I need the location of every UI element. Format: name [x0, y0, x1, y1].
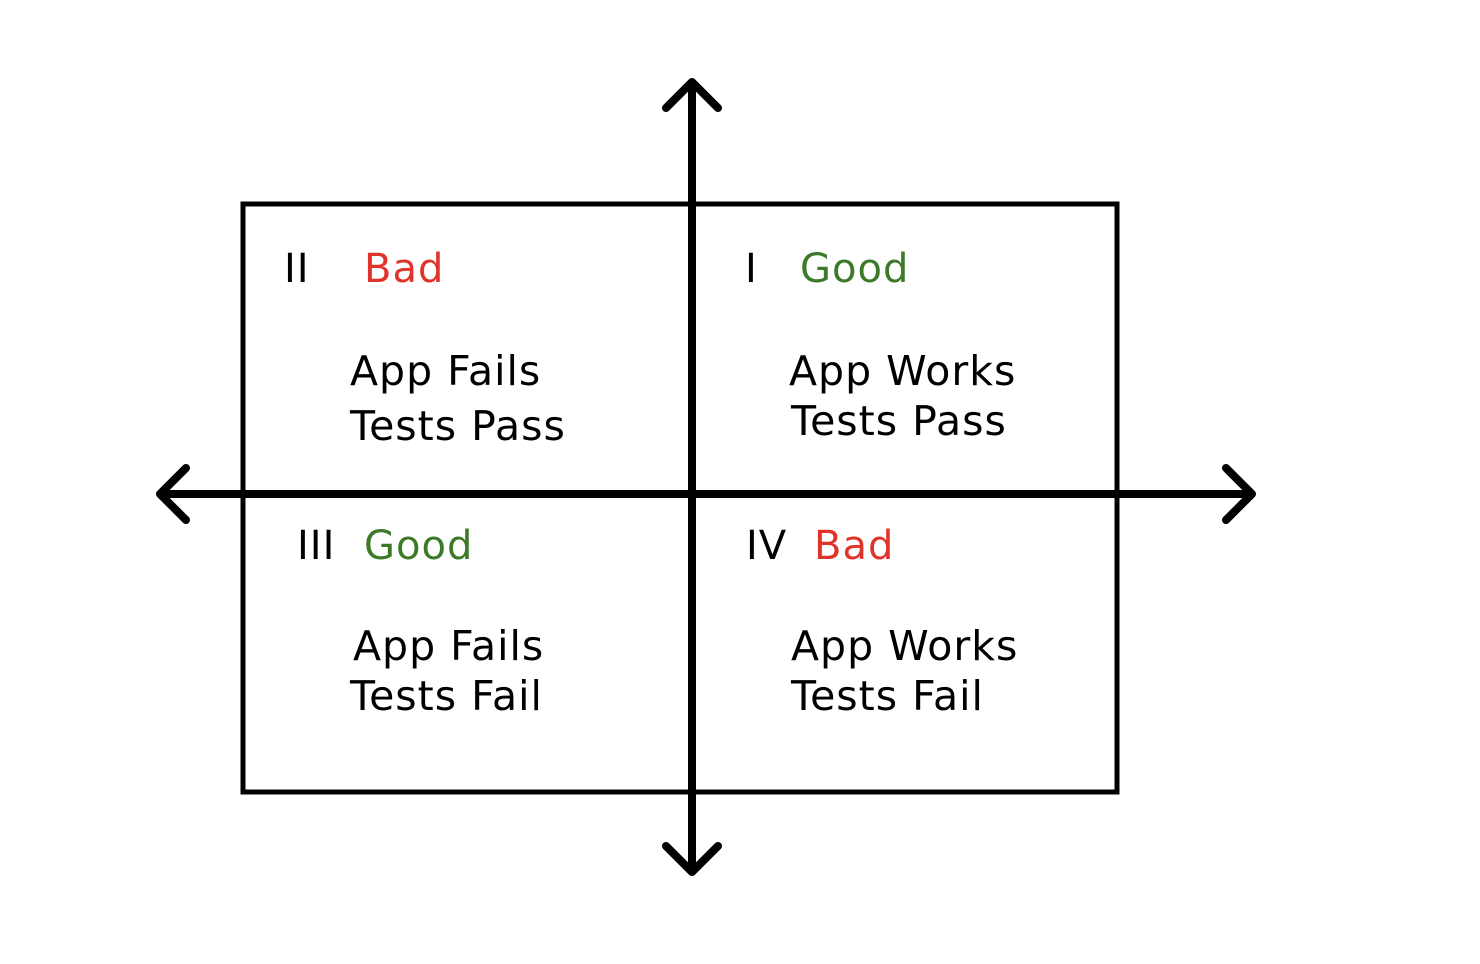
arrow-right-icon — [1222, 464, 1256, 524]
arrow-left-icon — [156, 464, 190, 524]
quadrant-app-status: App Fails — [350, 347, 542, 395]
quadrant-app-status: App Fails — [353, 622, 545, 670]
quadrant-app-status: App Works — [789, 347, 1017, 395]
quadrant-numeral: IV — [746, 523, 788, 569]
quadrant-test-status: Tests Pass — [791, 397, 1007, 445]
quadrant-test-status: Tests Fail — [791, 672, 984, 720]
quadrant-verdict: Good — [800, 246, 910, 292]
quadrant-test-status: Tests Pass — [350, 402, 566, 450]
quadrant-numeral: II — [284, 246, 310, 292]
quadrant-test-status: Tests Fail — [350, 672, 543, 720]
arrow-up-icon — [662, 78, 722, 112]
arrow-down-icon — [662, 842, 722, 876]
quadrant-numeral: III — [297, 523, 336, 569]
quadrant-verdict: Bad — [814, 523, 895, 569]
quadrant-app-status: App Works — [791, 622, 1019, 670]
quadrant-numeral: I — [745, 246, 758, 292]
quadrant-verdict: Good — [364, 523, 474, 569]
quadrant-verdict: Bad — [364, 246, 445, 292]
